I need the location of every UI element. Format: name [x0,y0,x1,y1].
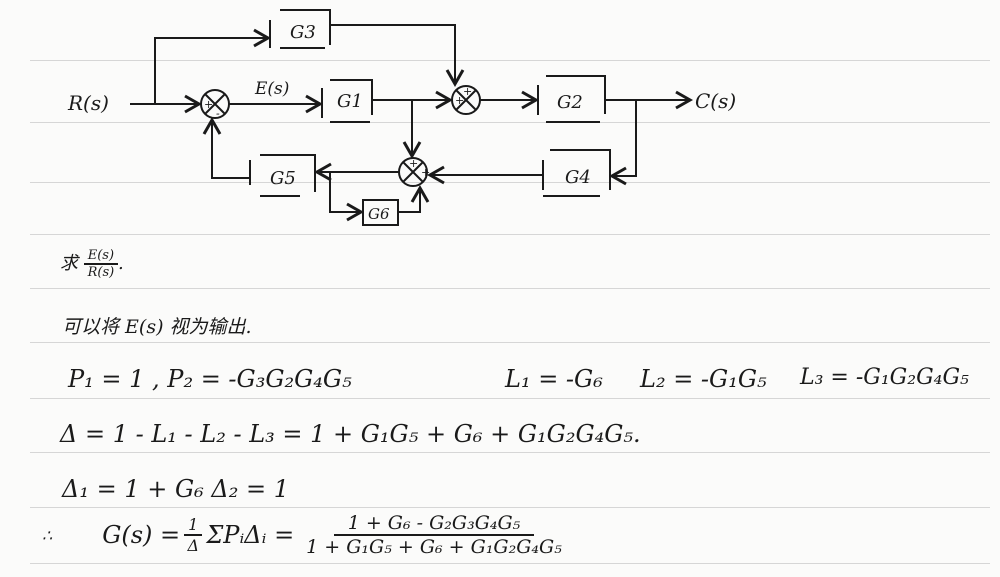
cofactors-line: Δ₁ = 1 + G₆ Δ₂ = 1 [62,475,289,503]
ruled-line [30,122,990,123]
svg-text:+: + [409,157,418,170]
result-fraction: 1 + G₆ - G₂G₃G₄G₅ 1 + G₁G₅ + G₆ + G₁G₂G₄… [306,512,562,558]
input-label: R(s) [67,91,109,115]
svg-text:G5: G5 [270,168,296,189]
block-diagram: R(s) C(s) E(s) G3 G1 G2 G4 G5 G6 + - + +… [67,9,736,226]
question: 求 E(s) R(s) . [60,248,124,280]
svg-text:+: + [463,85,472,98]
loop-l3: L₃ = -G₁G₂G₄G₅ [800,365,969,390]
one-over-delta-den: Δ [187,536,200,555]
block-g5: G5 [249,154,316,197]
result-sum: ΣPᵢΔᵢ = [206,521,295,549]
svg-text:-: - [216,107,220,120]
output-label: C(s) [695,89,736,113]
ruled-line [30,507,990,508]
svg-text:G1: G1 [337,91,363,112]
svg-text:G6: G6 [368,205,390,223]
block-g4: G4 [542,149,611,197]
block-g2: G2 [537,75,606,123]
note: 可以将 E(s) 视为输出. [62,316,252,338]
ruled-line [30,563,990,564]
ruled-line [30,60,990,61]
svg-text:G4: G4 [565,167,591,188]
result-line: ∴ G(s) = 1 Δ ΣPᵢΔᵢ = 1 + G₆ - G₂G₃G₄G₅ 1… [42,512,562,558]
loop-l2: L₂ = -G₁G₅ [640,365,767,393]
ruled-line [30,398,990,399]
question-denominator: R(s) [87,265,115,280]
paths-line: P₁ = 1 , P₂ = -G₃G₂G₄G₅ [68,365,352,393]
block-g6: G6 [362,199,399,226]
block-g3: G3 [269,9,331,49]
svg-text:G3: G3 [290,22,316,43]
svg-text:+: + [421,166,430,179]
ruled-line [30,234,990,235]
svg-text:+: + [455,94,464,107]
svg-text:+: + [204,98,213,111]
result-denominator: 1 + G₁G₅ + G₆ + G₁G₂G₄G₅ [306,536,562,558]
one-over-delta-num: 1 [184,515,203,536]
therefore-symbol: ∴ [42,525,53,545]
svg-text:G2: G2 [557,92,583,113]
question-prefix: 求 [60,253,78,274]
result-lhs: G(s) = [102,521,181,549]
result-numerator: 1 + G₆ - G₂G₃G₄G₅ [333,512,535,536]
loop-l1: L₁ = -G₆ [505,365,603,393]
question-suffix: . [118,253,124,274]
ruled-line [30,342,990,343]
block-g1: G1 [321,79,373,123]
error-label: E(s) [254,79,289,99]
one-over-delta: 1 Δ [184,515,203,555]
delta-line: Δ = 1 - L₁ - L₂ - L₃ = 1 + G₁G₅ + G₆ + G… [60,420,641,448]
ruled-line [30,452,990,453]
question-numerator: E(s) [83,248,119,265]
ruled-line [30,288,990,289]
ruled-line [30,182,990,183]
question-fraction: E(s) R(s) [83,248,119,280]
